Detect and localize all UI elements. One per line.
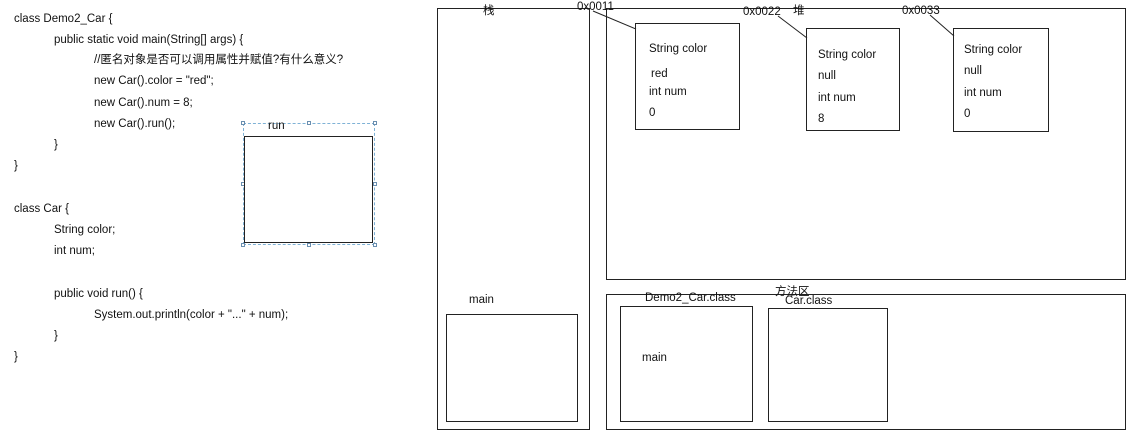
- code-line: class Car {: [14, 203, 69, 215]
- code-line: }: [14, 351, 18, 363]
- connector-line: [777, 15, 808, 39]
- object-value: red: [651, 68, 668, 80]
- code-line: }: [54, 139, 58, 151]
- resize-handle[interactable]: [373, 182, 377, 186]
- method-area-title: 方法区: [775, 286, 810, 298]
- object-field: String color: [649, 43, 708, 55]
- object-value: null: [964, 65, 982, 77]
- method-area-region: [606, 294, 1126, 430]
- class-label: Demo2_Car.class: [645, 292, 736, 304]
- code-line: class Demo2_Car {: [14, 13, 113, 25]
- code-line: new Car().color = "red";: [94, 75, 214, 87]
- heap-object-box: [953, 28, 1049, 132]
- code-line: }: [14, 160, 18, 172]
- resize-handle[interactable]: [307, 121, 311, 125]
- resize-handle[interactable]: [373, 243, 377, 247]
- connector-line: [592, 10, 637, 30]
- heap-object-box: [635, 23, 740, 130]
- object-value: 8: [818, 113, 825, 125]
- connector-line: [929, 14, 955, 37]
- object-value: 0: [649, 107, 656, 119]
- code-line: String color;: [54, 224, 116, 236]
- code-line: public void run() {: [54, 288, 143, 300]
- run-frame-label: run: [268, 120, 285, 132]
- code-line: int num;: [54, 245, 95, 257]
- class-method: main: [642, 352, 667, 364]
- heap-object-box: [806, 28, 900, 131]
- resize-handle[interactable]: [373, 121, 377, 125]
- main-frame-box: [446, 314, 578, 422]
- code-line: new Car().run();: [94, 118, 176, 130]
- object-field: int num: [818, 92, 856, 104]
- object-field: int num: [964, 87, 1002, 99]
- code-line: System.out.println(color + "..." + num);: [94, 309, 289, 321]
- object-field: String color: [818, 49, 877, 61]
- class-box: [620, 306, 753, 422]
- resize-handle[interactable]: [241, 121, 245, 125]
- class-box: [768, 308, 888, 422]
- stack-title: 栈: [483, 5, 495, 17]
- code-line: new Car().num = 8;: [94, 97, 193, 109]
- object-address: 0x0022: [743, 6, 781, 18]
- class-label: Car.class: [785, 295, 833, 307]
- main-frame-label: main: [469, 294, 494, 306]
- resize-handle[interactable]: [307, 243, 311, 247]
- heap-title: 堆: [793, 5, 805, 17]
- code-line: //匿名对象是否可以调用属性并赋值?有什么意义?: [94, 54, 344, 66]
- heap-region: [606, 8, 1126, 280]
- object-address: 0x0033: [902, 5, 940, 17]
- run-frame-box[interactable]: [244, 136, 373, 243]
- object-field: int num: [649, 86, 687, 98]
- object-field: String color: [964, 44, 1023, 56]
- stack-region: [437, 8, 590, 430]
- object-address: 0x0011: [577, 1, 614, 13]
- code-line: }: [54, 330, 58, 342]
- object-value: 0: [964, 108, 971, 120]
- code-line: public static void main(String[] args) {: [54, 34, 244, 46]
- resize-handle[interactable]: [241, 243, 245, 247]
- object-value: null: [818, 70, 836, 82]
